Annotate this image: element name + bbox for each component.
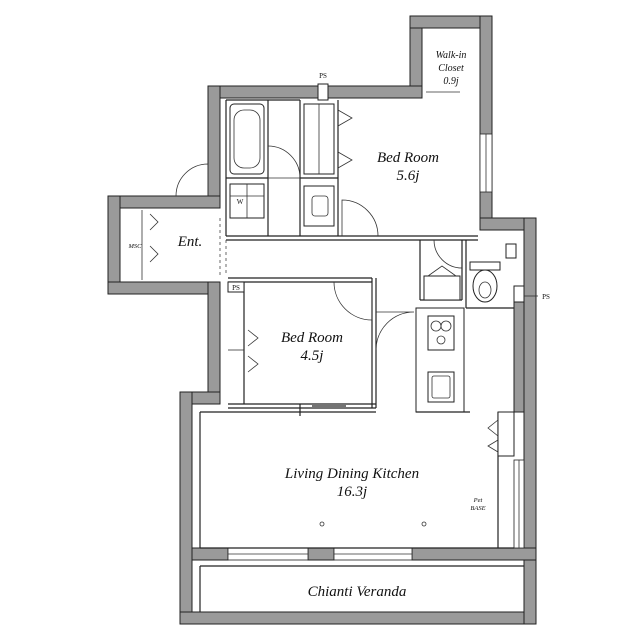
wall-entrance-left (107, 195, 121, 295)
ceiling-point-1 (319, 521, 325, 527)
wall-ldk-bottom-mid (307, 547, 335, 561)
vanity-sink (303, 185, 335, 227)
entrance-label: Ent. (177, 234, 203, 250)
interior-partitions (199, 99, 524, 612)
ldk-name: Living Dining Kitchen (284, 466, 419, 482)
wall-left-upper (207, 85, 221, 207)
wall-top (207, 85, 423, 99)
bed-room-2-area: 4.5j (301, 348, 324, 364)
ps-right-label: PS (542, 293, 550, 301)
wall-veranda-right (523, 555, 537, 625)
bed-room-1-name: Bed Room (377, 150, 439, 166)
walk-in-closet-line1: Walk-in (436, 50, 467, 61)
shoe-cabinet (423, 275, 461, 301)
ps-box-top (317, 83, 329, 101)
wall-entrance-bottom (107, 281, 221, 295)
labels: Walk-in Closet 0.9j Bed Room 5.6j Bed Ro… (128, 50, 550, 600)
pet-base-line1: Pet (473, 497, 483, 504)
walk-in-closet-line2: Closet (438, 63, 464, 74)
ps-bed2-label: PS (232, 284, 240, 292)
fixtures (141, 83, 538, 527)
outer-walls (107, 15, 537, 625)
wall-entrance-top (107, 195, 221, 209)
wall-left-ldk (179, 391, 193, 625)
wall-kitchen-right (513, 301, 525, 413)
wall-ldk-bottom-right (411, 547, 537, 561)
ps-top-label: PS (319, 72, 327, 80)
bathtub (229, 103, 265, 175)
wall-ldk-bottom-left (191, 547, 229, 561)
bed-room-1-area: 5.6j (397, 168, 420, 184)
bed-room-2-name: Bed Room (281, 330, 343, 346)
ps-box-bed2 (227, 281, 245, 293)
msc-label: MSC (128, 243, 143, 250)
ldk-area: 16.3j (337, 484, 367, 500)
ceiling-point-2 (421, 521, 427, 527)
toilet-bowl (472, 269, 498, 303)
toilet-tank (469, 261, 501, 271)
kitchen-hob (427, 315, 455, 351)
doors (175, 91, 463, 416)
walk-in-closet-area: 0.9j (443, 76, 459, 87)
pet-base-line2: BASE (470, 505, 485, 512)
windows (227, 133, 525, 561)
wall-bottom (179, 611, 537, 625)
wall-left-bed2 (207, 281, 221, 401)
ps-box-right (513, 285, 525, 303)
wall-right (523, 217, 537, 569)
wall-closet-right (479, 15, 493, 227)
washer-label: W (237, 198, 244, 206)
ldk-cupboard (497, 411, 515, 457)
veranda-label: Chianti Veranda (308, 584, 407, 600)
